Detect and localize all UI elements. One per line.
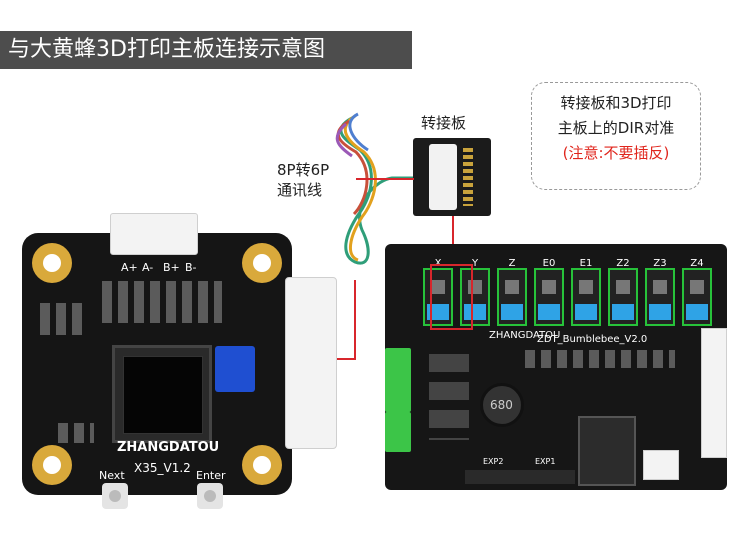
mount-hole-tr [242,243,282,283]
main-board-brand: ZHANGDATOU [489,330,561,341]
pin-label-a-minus: A- [142,261,154,274]
display-board: A+ A- B+ B- ZHANGDATOU X35_V1.2 Next Ent… [22,213,292,509]
adapter-label: 转接板 [421,114,467,132]
driver-z [497,268,527,326]
note-box: 转接板和3D打印 主板上的DIR对准 (注意:不要插反) [531,82,701,190]
mount-hole-tl [32,243,72,283]
wire-cable-to-adapter [356,178,414,180]
oled-screen [123,356,203,434]
wire-adapter-vertical [452,216,454,268]
driver-e1 [571,268,601,326]
display-model: X35_V1.2 [134,461,191,475]
inductor-marking: 680 [490,398,513,412]
enter-button[interactable] [197,483,223,509]
axis-label-z: Z [508,258,516,269]
driver-z3 [645,268,675,326]
right-connectors [701,328,727,458]
driver-z2 [608,268,638,326]
adapter-pins [463,148,473,206]
wire-display-vertical [354,280,356,360]
page-title: 与大黄蜂3D打印主板连接示意图 [0,31,412,69]
axis-label-z3: Z3 [653,258,667,269]
exp2-label: EXP2 [483,457,504,466]
axis-label-z4: Z4 [690,258,704,269]
note-line2: 主板上的DIR对准 [557,119,675,137]
note-warning: (注意:不要插反) [562,144,670,162]
pin-label-b-minus: B- [185,261,197,274]
note-line1: 转接板和3D打印 [560,94,672,112]
pin-label-a-plus: A+ [121,261,138,274]
main-board-model: ZDT_Bumblebee_V2.0 [537,334,648,345]
driver-pin-headers [102,281,222,323]
cable-label-line2: 通讯线 [277,181,323,199]
cable-label: 8P转6P 通讯线 [277,160,329,200]
display-brand: ZHANGDATOU [117,440,220,455]
driver-e0 [534,268,564,326]
axis-label-e0: E0 [542,258,556,269]
esp32-module [578,416,636,486]
power-terminal-bottom [385,412,411,452]
oled-display [112,345,212,443]
mount-hole-br [242,445,282,485]
chip-row [525,350,675,368]
axis-label-z2: Z2 [616,258,630,269]
driver-x [423,268,453,326]
adapter-board [413,138,491,216]
cable-label-line1: 8P转6P [277,161,330,179]
ic-chip [58,423,94,443]
wire-display-horizontal [334,358,356,360]
highlight-y-driver [430,264,473,330]
next-button[interactable] [102,483,128,509]
display-side-connector [285,277,337,449]
exp-headers [465,470,575,484]
adapter-header [429,144,457,210]
side-components [40,303,86,335]
axis-label-e1: E1 [579,258,593,269]
mosfets [429,354,469,440]
next-label: Next [99,469,125,482]
driver-z4 [682,268,712,326]
mount-hole-bl [32,445,72,485]
inductor [480,383,524,427]
power-terminal-top [385,348,411,412]
pin-label-b-plus: B+ [163,261,180,274]
motor-connector [110,213,198,255]
blue-potentiometer [215,346,255,392]
exp1-label: EXP1 [535,457,556,466]
axis-label-x: X [434,258,442,269]
enter-label: Enter [196,469,226,482]
main-board: X Y Z E0 E1 Z2 Z3 Z4 ZHANGDATOU ZDT_Bumb… [385,244,727,490]
axis-label-y: Y [471,258,479,269]
sd-card-slot [643,450,679,480]
